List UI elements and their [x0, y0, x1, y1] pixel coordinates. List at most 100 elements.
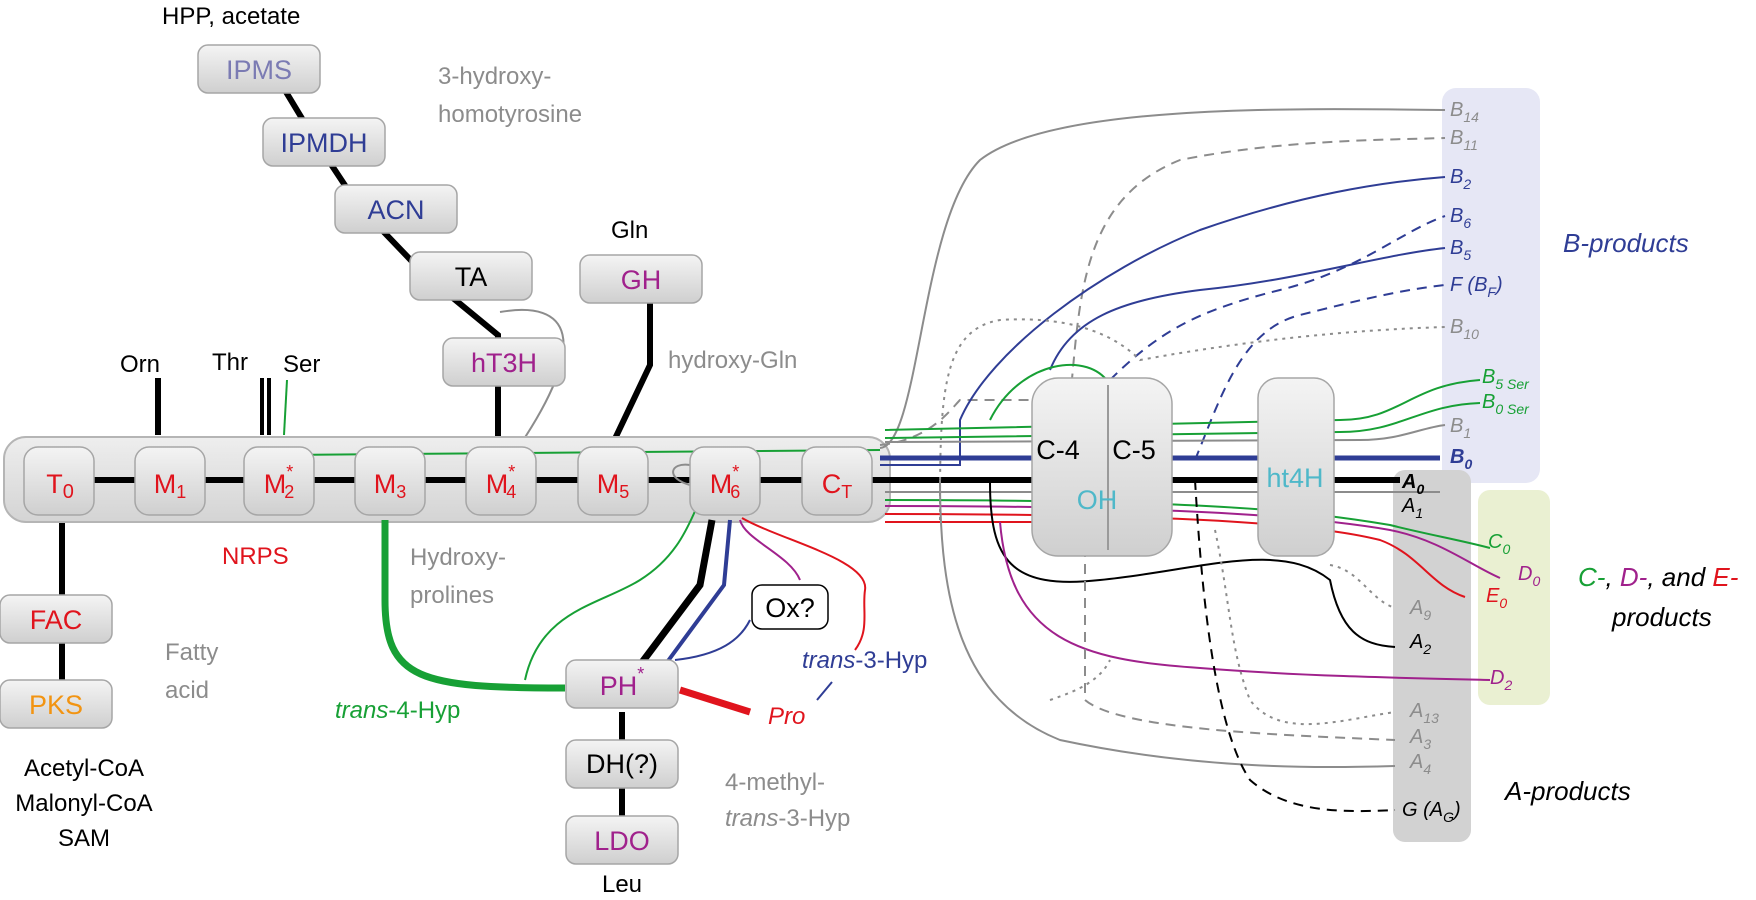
ipmdh-box: IPMDH	[262, 117, 386, 167]
m2-label: M	[264, 469, 287, 499]
product-a1: A1	[1401, 495, 1423, 521]
product-a9: A9	[1409, 597, 1431, 623]
ht3h-box: hT3H	[442, 337, 566, 387]
ldo-label: LDO	[594, 826, 650, 856]
acetyl-coa-label: Acetyl-CoA	[24, 755, 144, 782]
a-products-title: A-products	[1503, 776, 1631, 806]
product-b0: B0	[1450, 446, 1472, 472]
cde-products-title-2: products	[1611, 602, 1712, 632]
ct-label: C	[822, 469, 842, 499]
dh-label: DH(?)	[586, 749, 658, 779]
m2-sub: 2	[284, 482, 294, 502]
cde-products-title: C-, D-, and E-	[1578, 562, 1739, 592]
acn-box: ACN	[334, 184, 458, 234]
product-b5: B5	[1450, 237, 1471, 263]
pks-box: PKS	[0, 679, 113, 729]
trans-4-hyp-label: trans-4-Hyp	[335, 697, 460, 724]
svg-text:M*6: M*6	[710, 462, 741, 502]
svg-text:M*4: M*4	[486, 462, 517, 502]
product-b6: B6	[1450, 205, 1471, 231]
product-a13: A13	[1409, 700, 1439, 726]
svg-text:CT: CT	[822, 469, 853, 502]
top-substrate: HPP, acetate	[162, 3, 300, 30]
product-b11: B11	[1450, 127, 1478, 153]
gln-label: Gln	[611, 217, 648, 244]
product-a0: A0	[1401, 471, 1424, 497]
ser-label: Ser	[283, 351, 320, 378]
b-products-panel	[1442, 88, 1540, 483]
m6-label: M	[710, 469, 733, 499]
oh-label: OH	[1077, 485, 1118, 515]
m2-star: *	[286, 462, 293, 482]
module-m5: M5	[577, 446, 649, 516]
cde-products-panel	[1478, 490, 1550, 705]
ldo-box: LDO	[565, 815, 679, 865]
ipms-label: IPMS	[226, 55, 292, 85]
m6-star: *	[732, 462, 739, 482]
m4-sub: 4	[506, 482, 516, 502]
ph-star: *	[637, 664, 644, 684]
pks-label: PKS	[29, 690, 83, 720]
module-m4: M*4	[465, 446, 537, 516]
product-a2: A2	[1409, 631, 1431, 657]
ht3h-label: hT3H	[471, 348, 537, 378]
product-b1: B1	[1450, 415, 1471, 441]
thr-label: Thr	[212, 349, 248, 376]
ox-label: Ox?	[765, 593, 815, 623]
methyl-hyp-2: trans-3-Hyp	[725, 805, 850, 832]
pathway-labels: HPP, acetate 3-hydroxy- homotyrosine Gln…	[15, 3, 927, 898]
svg-text:M*2: M*2	[264, 462, 295, 502]
m5-label: M	[597, 469, 620, 499]
m1-sub: 1	[176, 482, 186, 502]
svg-text:M3: M3	[374, 469, 407, 502]
t0-sub: 0	[63, 481, 74, 503]
module-m1: M1	[134, 446, 206, 516]
dh-box: DH(?)	[565, 739, 679, 789]
product-a4: A4	[1409, 751, 1431, 777]
product-b14: B14	[1450, 99, 1479, 125]
orn-label: Orn	[120, 351, 160, 378]
fac-box: FAC	[0, 594, 113, 644]
product-d2: D2	[1490, 667, 1512, 693]
gh-box: GH	[579, 254, 703, 304]
module-t0: T0	[23, 446, 95, 516]
m3-sub: 3	[396, 482, 406, 502]
acn-label: ACN	[367, 195, 424, 225]
product-f: F (BF)	[1450, 274, 1503, 300]
leu-label: Leu	[602, 871, 642, 898]
a-products-panel	[1393, 470, 1471, 842]
c5-label: C-5	[1112, 435, 1156, 465]
methyl-hyp-1: 4-methyl-	[725, 769, 825, 796]
gh-label: GH	[621, 265, 662, 295]
product-a3: A3	[1409, 726, 1431, 752]
product-b0-ser: B0 Ser	[1482, 391, 1530, 417]
svg-text:PH*: PH*	[600, 664, 645, 701]
oh-enzyme-box: C-4 C-5 OH	[1031, 377, 1173, 557]
product-b10: B10	[1450, 316, 1479, 342]
product-e0: E0	[1486, 585, 1507, 611]
malonyl-coa-label: Malonyl-CoA	[15, 790, 152, 817]
m1-label: M	[154, 469, 177, 499]
module-m3: M3	[354, 446, 426, 516]
fatty-acid-1: Fatty	[165, 639, 218, 666]
hydroxyhomotyrosine-2: homotyrosine	[438, 101, 582, 128]
hydroxyprolines-1: Hydroxy-	[410, 544, 506, 571]
ph-box: PH*	[565, 659, 679, 709]
m6-sub: 6	[730, 482, 740, 502]
ta-box: TA	[409, 251, 533, 301]
ipms-box: IPMS	[197, 44, 321, 94]
fatty-acid-2: acid	[165, 677, 209, 704]
b-products-title: B-products	[1563, 228, 1689, 258]
product-d0: D0	[1518, 563, 1540, 589]
svg-text:M5: M5	[597, 469, 630, 502]
product-c0: C0	[1488, 531, 1510, 557]
m4-label: M	[486, 469, 509, 499]
ta-label: TA	[455, 262, 488, 292]
hydroxyhomotyrosine-1: 3-hydroxy-	[438, 63, 551, 90]
ht4h-box: ht4H	[1257, 377, 1335, 557]
hydroxy-gln-label: hydroxy-Gln	[668, 347, 797, 374]
proline-lines	[381, 504, 867, 818]
m3-label: M	[374, 469, 397, 499]
module-ct: CT	[801, 446, 873, 516]
